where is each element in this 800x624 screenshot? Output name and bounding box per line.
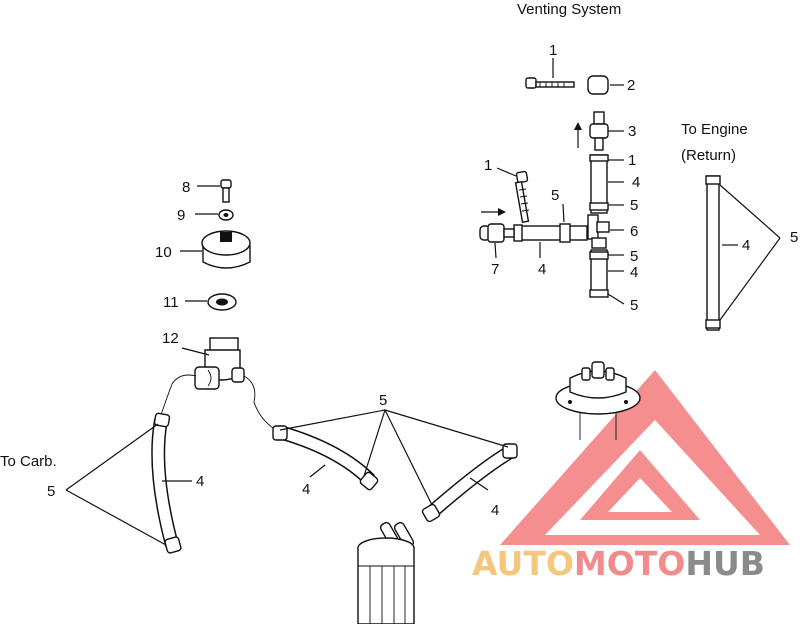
to-carb-label: To Carb.: [0, 453, 57, 470]
carb-hose: [151, 412, 182, 554]
callout-1-top: 1: [549, 42, 557, 59]
to-engine-label: To Engine: [681, 121, 748, 138]
callout-7: 7: [491, 261, 499, 278]
watermark-auto: AUTO: [472, 544, 574, 583]
callout-5-upper: 5: [630, 197, 638, 214]
callout-9: 9: [177, 207, 185, 224]
return-label: (Return): [681, 147, 736, 164]
callout-1-left: 1: [484, 157, 492, 174]
tee-fitting: [587, 214, 610, 249]
knob-10: [201, 230, 251, 269]
flow-arrow-up: [574, 122, 582, 148]
callout-5-horizontal: 5: [551, 187, 559, 204]
callout-5-lower-b: 5: [630, 297, 638, 314]
watermark-text: AUTOMOTOHUB: [472, 544, 765, 583]
fuel-filter: [357, 522, 415, 624]
callout-4-upper: 4: [632, 174, 640, 191]
tank-sender: [555, 361, 641, 440]
callout-11: 11: [163, 294, 179, 311]
watermark-triangle-hole: [608, 478, 672, 512]
washer-9: [218, 209, 234, 221]
watermark-logo: [500, 370, 790, 545]
watermark-moto: MOTO: [574, 544, 685, 583]
callout-1-right: 1: [628, 152, 636, 169]
vent-cap: [587, 75, 609, 95]
screw-8: [220, 179, 232, 203]
venting-system-title: Venting System: [517, 1, 621, 18]
callout-4-carb: 4: [196, 473, 204, 490]
fuel-line-to-carb: [159, 374, 197, 419]
callout-5-carb: 5: [47, 483, 55, 500]
callout-8: 8: [182, 179, 190, 196]
callout-12: 12: [162, 330, 179, 347]
valve-body-12: [194, 337, 245, 390]
callout-10: 10: [155, 244, 172, 261]
watermark-hub: HUB: [685, 544, 765, 583]
vent-hose-upper: [589, 154, 609, 214]
vent-hose-horizontal: [513, 223, 588, 243]
callout-4-middle-right: 4: [491, 502, 499, 519]
callout-5-return: 5: [790, 229, 798, 246]
vent-hose-lower: [589, 249, 609, 298]
middle-hose-1: [272, 425, 379, 491]
callout-5-lower-a: 5: [630, 248, 638, 265]
svg-text:AUTOMOTOHUB: AUTOMOTOHUB: [472, 544, 765, 583]
callout-4-return: 4: [742, 237, 750, 254]
check-valve: [589, 111, 609, 151]
fuel-line-to-tank: [243, 375, 277, 431]
callout-3: 3: [628, 123, 636, 140]
callout-6: 6: [630, 223, 638, 240]
vent-screw-top: [525, 77, 575, 89]
callout-2: 2: [627, 77, 635, 94]
middle-hose-2: [421, 443, 518, 523]
callout-4-middle-left: 4: [302, 481, 310, 498]
vent-screw-angled: [514, 170, 530, 224]
callout-4-horizontal: 4: [538, 261, 546, 278]
return-hose: [705, 175, 721, 331]
flow-arrow-right: [481, 208, 506, 216]
vent-fitting-7: [479, 223, 515, 243]
callout-5-middle: 5: [379, 392, 387, 409]
nut-11: [207, 293, 237, 311]
callout-4-lower: 4: [630, 264, 638, 281]
